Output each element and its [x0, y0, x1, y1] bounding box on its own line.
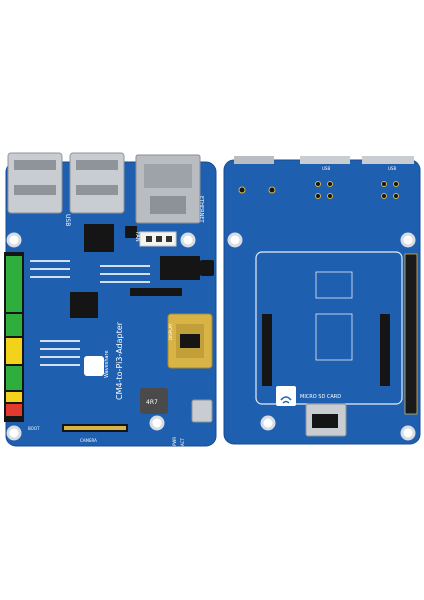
boot-label: BOOT	[28, 426, 40, 431]
back-gpio-header	[404, 253, 418, 415]
act-label: ACT	[180, 438, 185, 446]
front-hole-bl	[6, 425, 22, 441]
fan-label: FAN	[134, 232, 140, 242]
board-title: CM4-to-Pi3-Adapter	[115, 321, 124, 400]
gpio-terminal-block	[4, 252, 24, 422]
front-mounting-holes	[6, 232, 196, 441]
inductor-label: 4R7	[146, 399, 158, 406]
back-pcb	[223, 159, 421, 445]
back-hole-tr	[400, 232, 416, 248]
front-hole-tl	[6, 232, 22, 248]
back-ethernet-edge	[234, 156, 274, 164]
hdmi-port	[167, 313, 213, 369]
back-usb-edge-a	[300, 156, 350, 164]
cm4-connector-right	[380, 314, 390, 386]
brand-label: Waveshare	[104, 350, 110, 378]
audio-jack	[160, 256, 214, 280]
back-mounting-holes	[227, 232, 416, 441]
front-hole-br	[149, 415, 165, 431]
fan-connector: FAN	[134, 231, 177, 247]
waveshare-logo: Waveshare	[84, 350, 110, 378]
usb-hub-chip	[84, 224, 114, 252]
back-pads	[238, 181, 399, 199]
front-usb-ports	[7, 152, 125, 214]
back-board: USB USB	[223, 156, 421, 445]
back-hole-bl	[260, 415, 276, 431]
front-hole-tr	[180, 232, 196, 248]
micro-sd-slot: MICRO SD CARD	[300, 394, 347, 437]
wireless-icon	[276, 386, 296, 406]
back-hole-br	[400, 425, 416, 441]
cm4-connector-left	[262, 314, 272, 386]
back-hole-tl	[227, 232, 243, 248]
ethernet-port: ETHERNET	[135, 154, 204, 224]
display-connector	[130, 288, 182, 296]
usb-label: USB	[64, 214, 71, 226]
back-usb-label-b: USB	[388, 166, 396, 171]
small-chip-1	[125, 226, 137, 238]
silkscreen-pin-rows	[30, 260, 150, 366]
display-label: DISPLAY	[168, 323, 173, 340]
pwr-label: PWR	[172, 437, 177, 446]
ethernet-label: ETHERNET	[198, 196, 204, 224]
back-usb-label-a: USB	[322, 166, 330, 171]
front-board: ETHERNET USB FAN CAMERA	[4, 152, 217, 447]
back-usb-edge-b	[362, 156, 414, 164]
sd-label: MICRO SD CARD	[300, 394, 341, 400]
micro-usb-power	[191, 399, 213, 423]
inductor: 4R7	[140, 388, 168, 414]
camera-label: CAMERA	[80, 438, 97, 443]
ethernet-chip	[70, 292, 98, 318]
